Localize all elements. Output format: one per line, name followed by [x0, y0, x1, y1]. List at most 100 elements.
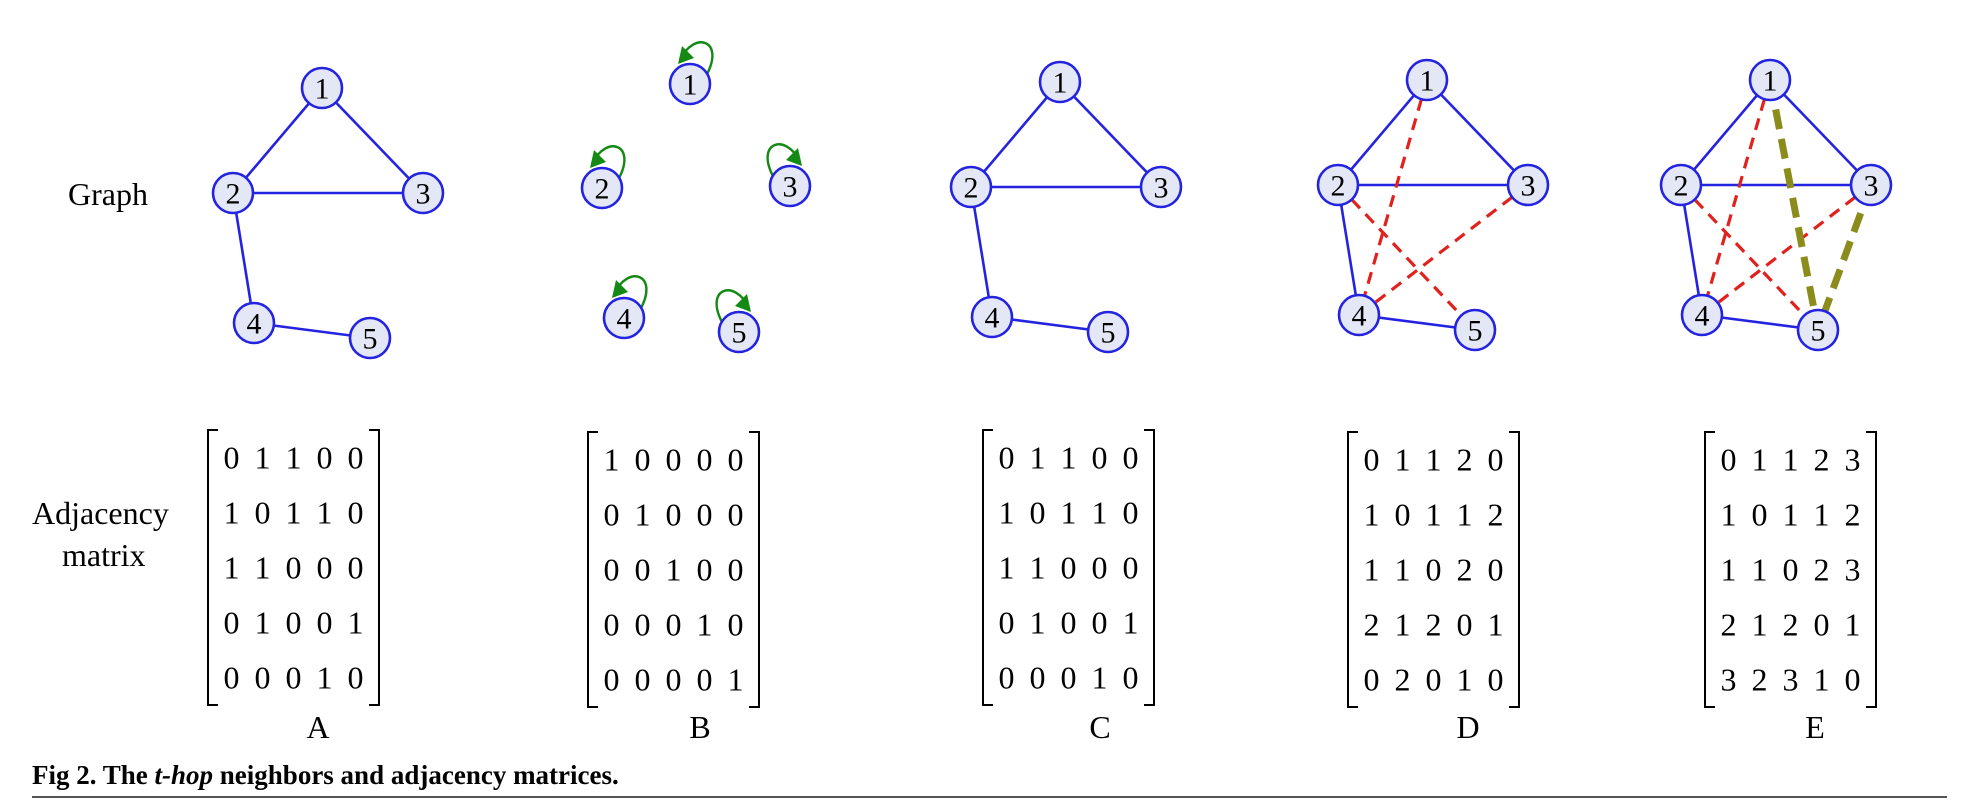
matrix-cell: 0 — [1426, 552, 1442, 588]
matrix-cell: 1 — [1783, 497, 1799, 533]
matrix-cell: 1 — [1814, 662, 1830, 698]
edge-1-2 — [232, 87, 323, 194]
caption-suffix: neighbors and adjacency matrices. — [213, 760, 619, 790]
node-5 — [348, 316, 392, 360]
matrix-cell: 1 — [224, 550, 240, 586]
matrix-cell: 2 — [1488, 497, 1504, 533]
matrix-cell: 0 — [1395, 497, 1411, 533]
node-label-2: 2 — [1331, 170, 1346, 203]
node-label-2: 2 — [226, 178, 241, 211]
node-label-3: 3 — [1154, 172, 1169, 205]
matrix-cell: 0 — [1488, 662, 1504, 698]
caption-prefix: Fig 2. The — [32, 760, 155, 790]
matrix-cell: 0 — [1721, 442, 1737, 478]
matrix-cell: 0 — [1123, 550, 1139, 586]
node-label-5: 5 — [363, 323, 378, 356]
matrix-cell: 1 — [1845, 607, 1861, 643]
matrix-bracket-left — [1347, 431, 1358, 708]
matrix-cell: 1 — [1752, 607, 1768, 643]
node-4 — [970, 295, 1014, 339]
matrix-cell: 0 — [1030, 660, 1046, 696]
matrix-cell: 1 — [1061, 440, 1077, 476]
node-1 — [1748, 58, 1792, 102]
matrix-cell: 0 — [999, 440, 1015, 476]
matrix-cell: 1 — [1364, 497, 1380, 533]
matrix-cell: 0 — [728, 607, 744, 643]
matrix-cell: 0 — [224, 660, 240, 696]
self-loop-arrowhead-2 — [590, 150, 606, 168]
matrix-cell: 2 — [1395, 662, 1411, 698]
two-hop-edge-1-4 — [1357, 79, 1429, 316]
matrix-cell: 2 — [1426, 607, 1442, 643]
panel-letter-e: E — [1805, 709, 1825, 745]
edge-1-2 — [1337, 79, 1428, 186]
matrix-cell: 1 — [1488, 607, 1504, 643]
matrix-cell: 1 — [1426, 442, 1442, 478]
matrix-bracket-right — [369, 429, 380, 706]
matrix-cell: 0 — [224, 605, 240, 641]
matrix-cell: 2 — [1457, 552, 1473, 588]
node-4 — [602, 296, 646, 340]
three-hop-edge-1-5 — [1766, 79, 1822, 331]
matrix-cell: 0 — [286, 605, 302, 641]
matrix-bracket-right — [1144, 429, 1155, 706]
matrix-cell: 0 — [697, 552, 713, 588]
matrix-bracket-left — [982, 429, 993, 706]
matrix-cell: 0 — [604, 662, 620, 698]
matrix-cell: 2 — [1457, 442, 1473, 478]
matrix-cell: 1 — [1061, 495, 1077, 531]
figure-caption: Fig 2. The t-hop neighbors and adjacency… — [32, 760, 619, 791]
matrix-cell: 0 — [1092, 440, 1108, 476]
matrix-cell: 0 — [1845, 662, 1861, 698]
node-5 — [1086, 310, 1130, 354]
matrix-bracket-left — [207, 429, 218, 706]
matrix-cell: 0 — [635, 552, 651, 588]
matrix-cell: 2 — [1783, 607, 1799, 643]
node-label-3: 3 — [1521, 170, 1536, 203]
matrix-cell: 1 — [224, 495, 240, 531]
node-1 — [1038, 60, 1082, 104]
matrix-cell: 1 — [286, 440, 302, 476]
matrix-cell: 0 — [1123, 440, 1139, 476]
node-2 — [580, 166, 624, 210]
edge-2-4 — [1336, 184, 1361, 316]
node-3 — [1506, 163, 1550, 207]
matrix-cell: 1 — [728, 662, 744, 698]
node-3 — [768, 164, 812, 208]
node-2 — [1316, 163, 1360, 207]
matrix-cell: 0 — [286, 660, 302, 696]
node-label-3: 3 — [416, 178, 431, 211]
matrix-cell: 0 — [255, 660, 271, 696]
matrix-cell: 1 — [1426, 497, 1442, 533]
matrix-cell: 0 — [1457, 607, 1473, 643]
node-5 — [717, 310, 761, 354]
matrix-cell: 0 — [1426, 662, 1442, 698]
matrix-cell: 1 — [1457, 497, 1473, 533]
node-4 — [1337, 293, 1381, 337]
matrix-cell: 0 — [1061, 660, 1077, 696]
matrix-cell: 2 — [1752, 662, 1768, 698]
matrix-cell: 0 — [604, 552, 620, 588]
matrix-cell: 1 — [697, 607, 713, 643]
matrix-cell: 1 — [604, 442, 620, 478]
matrix-cell: 0 — [1061, 550, 1077, 586]
matrix-cell: 0 — [697, 662, 713, 698]
matrix-cell: 0 — [604, 607, 620, 643]
node-3 — [401, 171, 445, 215]
node-label-4: 4 — [617, 303, 632, 336]
node-label-4: 4 — [247, 308, 262, 341]
self-loop-arrowhead-4 — [612, 280, 628, 298]
matrix-cell: 1 — [286, 495, 302, 531]
node-label-4: 4 — [1352, 300, 1367, 333]
matrix-cell: 0 — [635, 607, 651, 643]
matrix-cell: 1 — [1364, 552, 1380, 588]
matrix-cell: 3 — [1721, 662, 1737, 698]
matrix-cell: 0 — [1488, 442, 1504, 478]
node-label-2: 2 — [595, 173, 610, 206]
node-label-4: 4 — [985, 302, 1000, 335]
matrix-cell: 0 — [1814, 607, 1830, 643]
matrix-cell: 0 — [697, 497, 713, 533]
